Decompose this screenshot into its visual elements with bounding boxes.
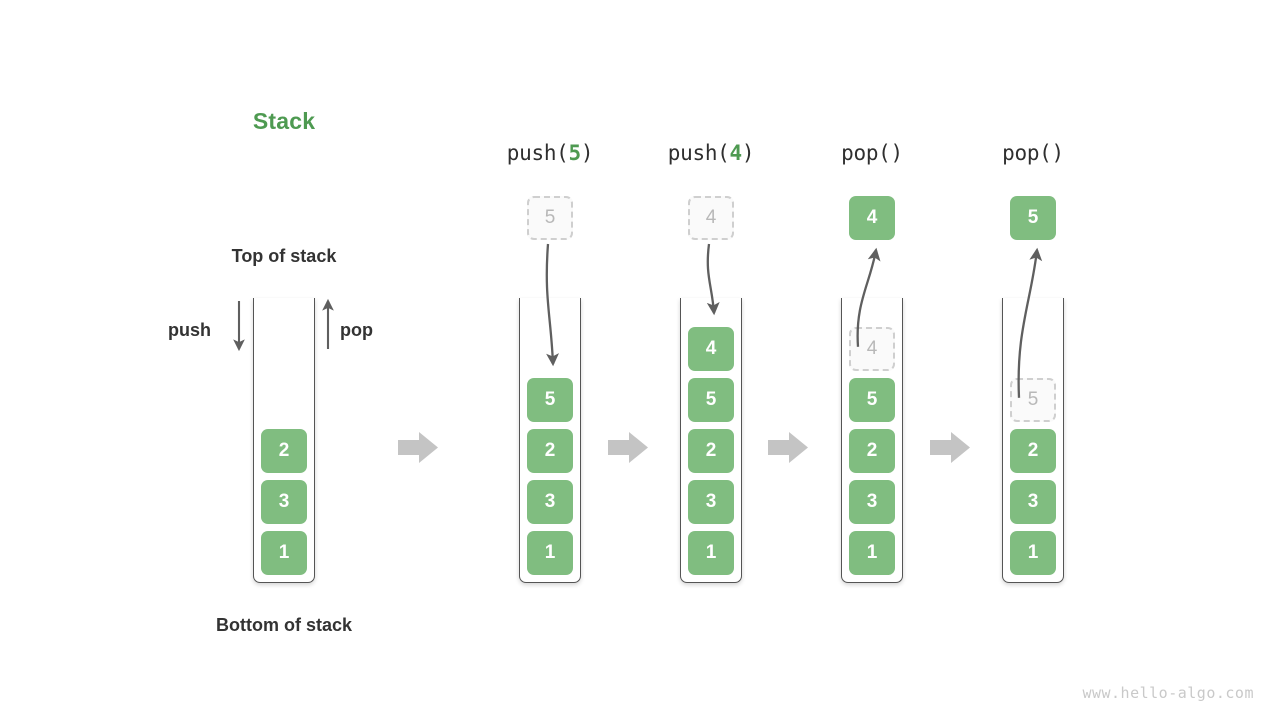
operation-suffix: ) [890, 141, 904, 165]
stack-cell: 4 [688, 327, 734, 371]
operation-header-push-4: push(4) [631, 141, 791, 165]
label-top-of-stack: Top of stack [231, 246, 337, 266]
operation-name: push( [667, 141, 730, 165]
operation-name: pop( [1002, 141, 1052, 165]
stack-cell: 3 [261, 480, 307, 524]
operation-suffix: ) [741, 141, 755, 165]
operation-suffix: ) [1051, 141, 1065, 165]
label-push: push [168, 320, 211, 340]
flow-arrow [608, 432, 648, 463]
floating-element-pop-1: 4 [849, 196, 895, 240]
stack-cell-ghost: 4 [849, 327, 895, 371]
operation-argument: 5 [568, 141, 582, 165]
stack-cell: 1 [849, 531, 895, 575]
stack-cell: 1 [261, 531, 307, 575]
stack-cell: 3 [527, 480, 573, 524]
operation-header-pop-1: pop() [792, 141, 952, 165]
stack-cell: 3 [688, 480, 734, 524]
label-bottom-of-stack: Bottom of stack [215, 615, 352, 635]
stack-cell: 1 [688, 531, 734, 575]
stack-cell: 2 [849, 429, 895, 473]
page-title: Stack [252, 108, 316, 134]
floating-element-push-5: 5 [527, 196, 573, 240]
stack-cell: 2 [1010, 429, 1056, 473]
floating-element-pop-2: 5 [1010, 196, 1056, 240]
operation-header-push-5: push(5) [470, 141, 630, 165]
floating-element-push-4: 4 [688, 196, 734, 240]
operation-argument: 4 [729, 141, 743, 165]
stack-cell: 1 [1010, 531, 1056, 575]
operation-name: pop( [841, 141, 891, 165]
stack-cell: 1 [527, 531, 573, 575]
stack-cell-ghost: 5 [1010, 378, 1056, 422]
operation-header-pop-2: pop() [953, 141, 1113, 165]
stack-cell: 5 [849, 378, 895, 422]
watermark: www.hello-algo.com [1082, 684, 1254, 702]
motion-arrows [545, 243, 1043, 398]
operation-name: push( [506, 141, 569, 165]
flow-arrow [930, 432, 970, 463]
label-pop: pop [340, 320, 373, 340]
stack-cell: 2 [261, 429, 307, 473]
flow-arrow [398, 432, 438, 463]
operation-suffix: ) [580, 141, 594, 165]
stack-cell: 5 [688, 378, 734, 422]
flow-arrow [768, 432, 808, 463]
stack-cell: 3 [1010, 480, 1056, 524]
stack-cell: 3 [849, 480, 895, 524]
stack-cell: 5 [527, 378, 573, 422]
stack-cell: 2 [688, 429, 734, 473]
stack-cell: 2 [527, 429, 573, 473]
